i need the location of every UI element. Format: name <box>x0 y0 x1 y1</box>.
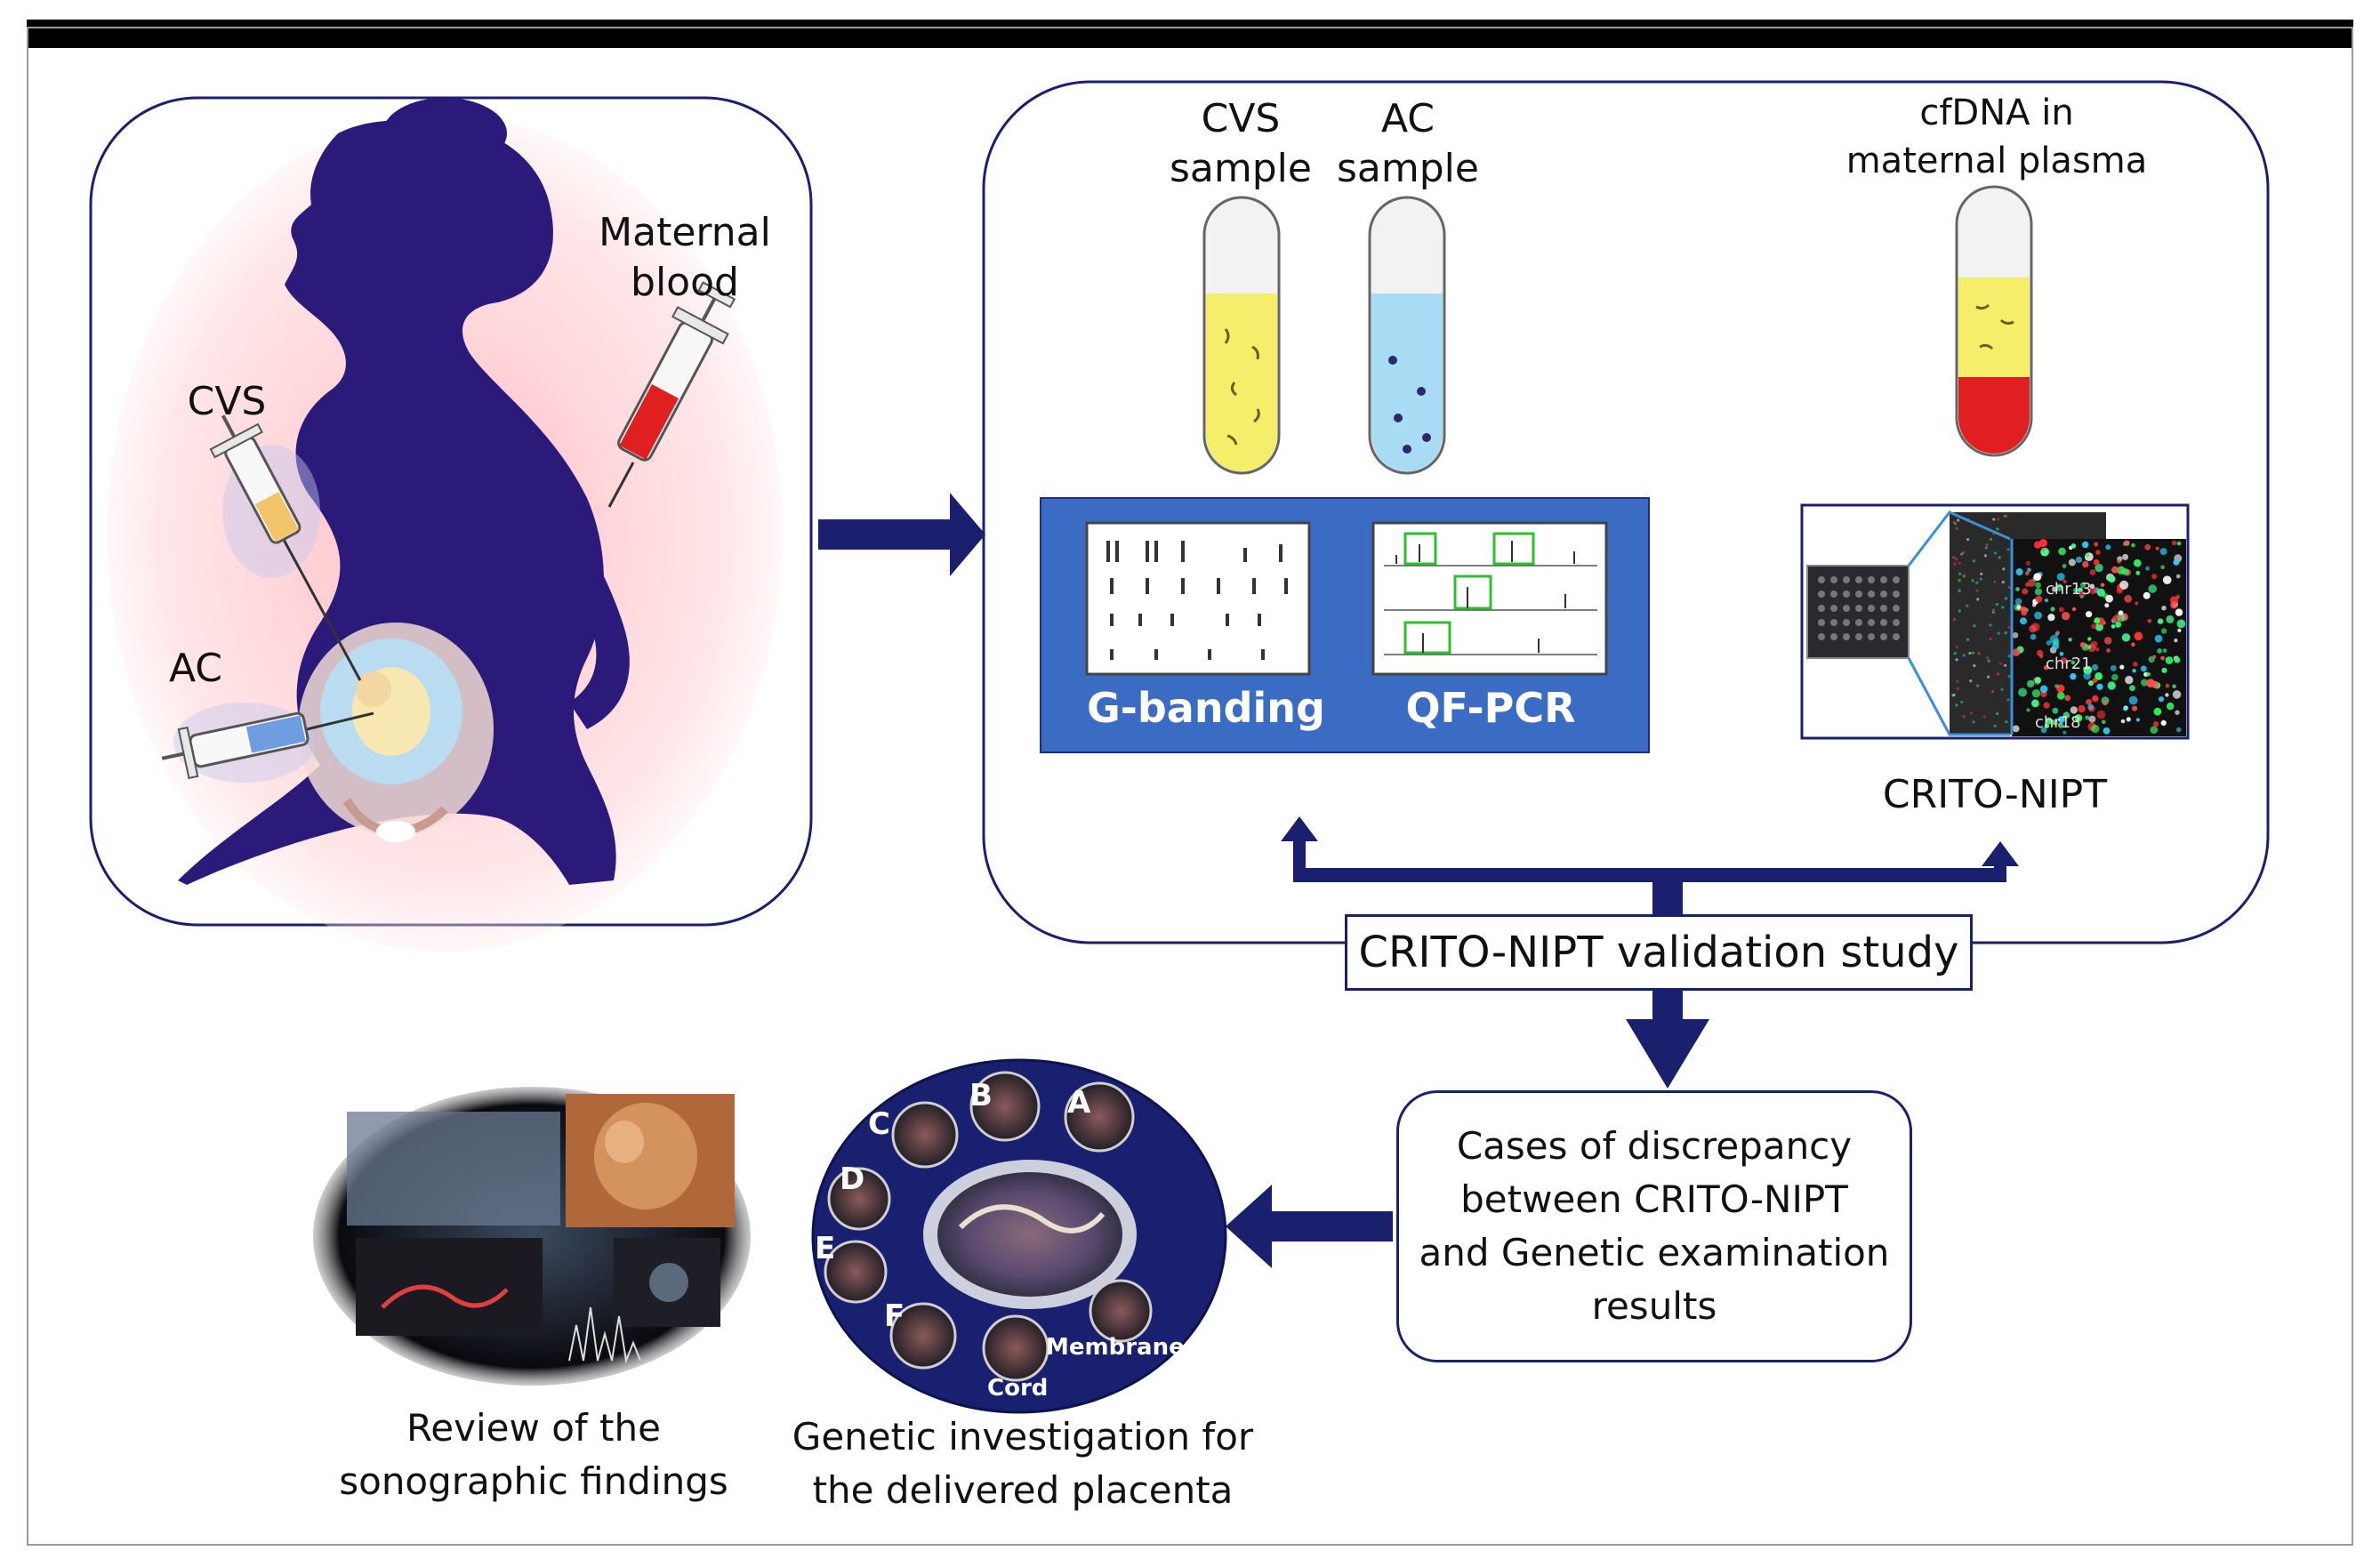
membranes-label: Membranes <box>1046 1334 1199 1361</box>
mother-arm <box>498 462 630 729</box>
sample-letter-d: D <box>840 1161 865 1197</box>
mother-silhouette <box>178 119 616 886</box>
arrow-to-samples <box>818 493 985 576</box>
plasma-tube <box>1955 185 2033 457</box>
ac-tube <box>1368 196 1446 475</box>
cvs-syringe <box>209 414 362 681</box>
ac-syringe <box>161 703 374 783</box>
top-black-bar <box>27 20 2353 48</box>
arrow-to-placenta <box>1226 1185 1393 1268</box>
ac-label: AC <box>168 646 223 691</box>
cord-label: Cord <box>987 1375 1049 1402</box>
sample-letter-a: A <box>1067 1085 1091 1121</box>
validation-connector-arrows <box>1281 816 2019 916</box>
crito-nipt-label: CRITO-NIPT <box>1882 772 2108 817</box>
qf-pcr-label: QF-PCR <box>1405 684 1576 732</box>
sample-letter-e: E <box>815 1231 836 1266</box>
sample-letter-b: B <box>969 1078 993 1113</box>
placenta-investigation-image <box>811 1058 1227 1414</box>
chr18-label: chr18 <box>2035 713 2081 732</box>
validation-study-box: CRITO-NIPT validation study <box>1345 914 1973 991</box>
figure-frame <box>27 27 2353 1546</box>
maternal-blood-syringe <box>607 281 736 508</box>
crito-nipt-panel: chr13 chr21 chr18 <box>1800 503 2190 740</box>
sonographic-review-image <box>313 1087 751 1386</box>
cvs-label: CVS <box>187 379 267 424</box>
arrow-down-to-discrepancy <box>1626 991 1709 1089</box>
cvs-tube <box>1202 196 1281 475</box>
chr21-label: chr21 <box>2046 655 2092 673</box>
hair-bun <box>382 98 507 169</box>
left-panel <box>89 96 813 952</box>
fluorescent-spots <box>1951 514 2186 735</box>
karyotype-image <box>1085 521 1311 676</box>
genetic-exam-panel <box>1040 497 1650 753</box>
chr13-label: chr13 <box>2046 580 2092 599</box>
g-banding-label: G-banding <box>1087 684 1325 732</box>
sample-letter-f: F <box>884 1298 905 1334</box>
discrepancy-box: Cases of discrepancy between CRITO-NIPT … <box>1396 1090 1912 1362</box>
uterus-illustration <box>298 623 494 842</box>
sample-letter-c: C <box>868 1106 890 1142</box>
